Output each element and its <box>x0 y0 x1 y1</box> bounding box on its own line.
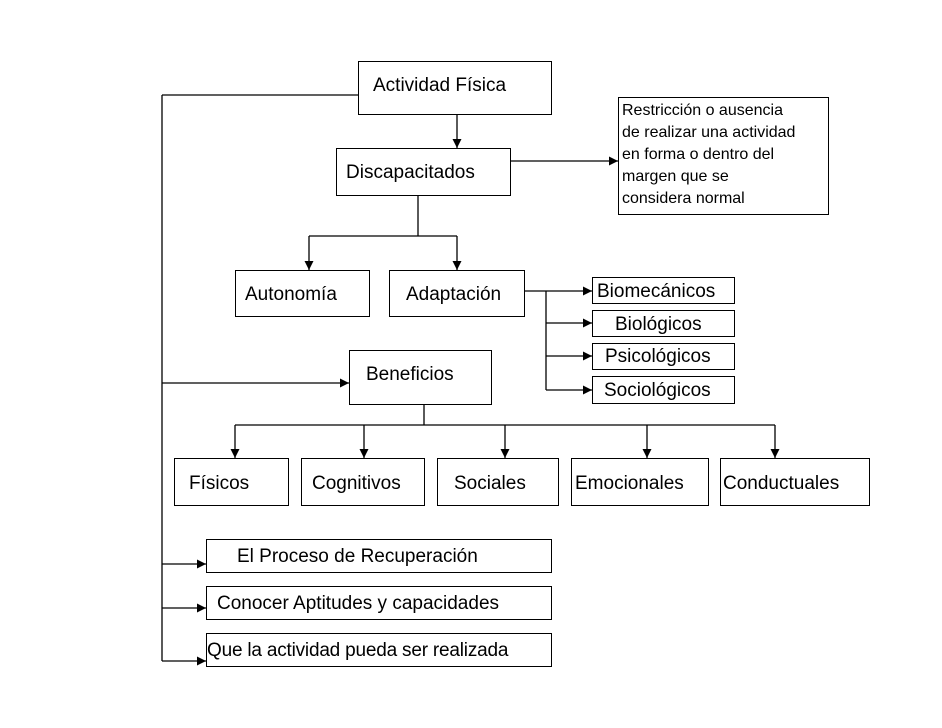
definicion-line: Restricción o ausencia <box>622 102 783 119</box>
node-adaptacion: Adaptación <box>389 270 525 317</box>
node-biologicos: Biológicos <box>592 310 735 337</box>
definicion-line: en forma o dentro del <box>622 146 775 163</box>
node-psicologicos: Psicológicos <box>592 343 735 370</box>
node-discapacitados: Discapacitados <box>336 148 511 196</box>
node-biomecanicos: Biomecánicos <box>592 277 735 304</box>
node-sociologicos: Sociológicos <box>592 376 735 404</box>
node-fisicos: Físicos <box>174 458 289 506</box>
node-beneficios: Beneficios <box>349 350 492 405</box>
node-autonomia: Autonomía <box>235 270 370 317</box>
definicion-line: de realizar una actividad <box>622 124 796 141</box>
node-definicion: Restricción o ausencia de realizar una a… <box>618 97 829 215</box>
node-cognitivos: Cognitivos <box>301 458 425 506</box>
node-realizada: Que la actividad pueda ser realizada <box>206 633 552 667</box>
node-conductuales: Conductuales <box>720 458 870 506</box>
node-actividad-fisica: Actividad Física <box>358 61 552 115</box>
definicion-line: considera normal <box>622 190 745 207</box>
node-recuperacion: El Proceso de Recuperación <box>206 539 552 573</box>
node-aptitudes: Conocer Aptitudes y capacidades <box>206 586 552 620</box>
node-emocionales: Emocionales <box>571 458 709 506</box>
definicion-line: margen que se <box>622 168 729 185</box>
node-sociales: Sociales <box>437 458 559 506</box>
